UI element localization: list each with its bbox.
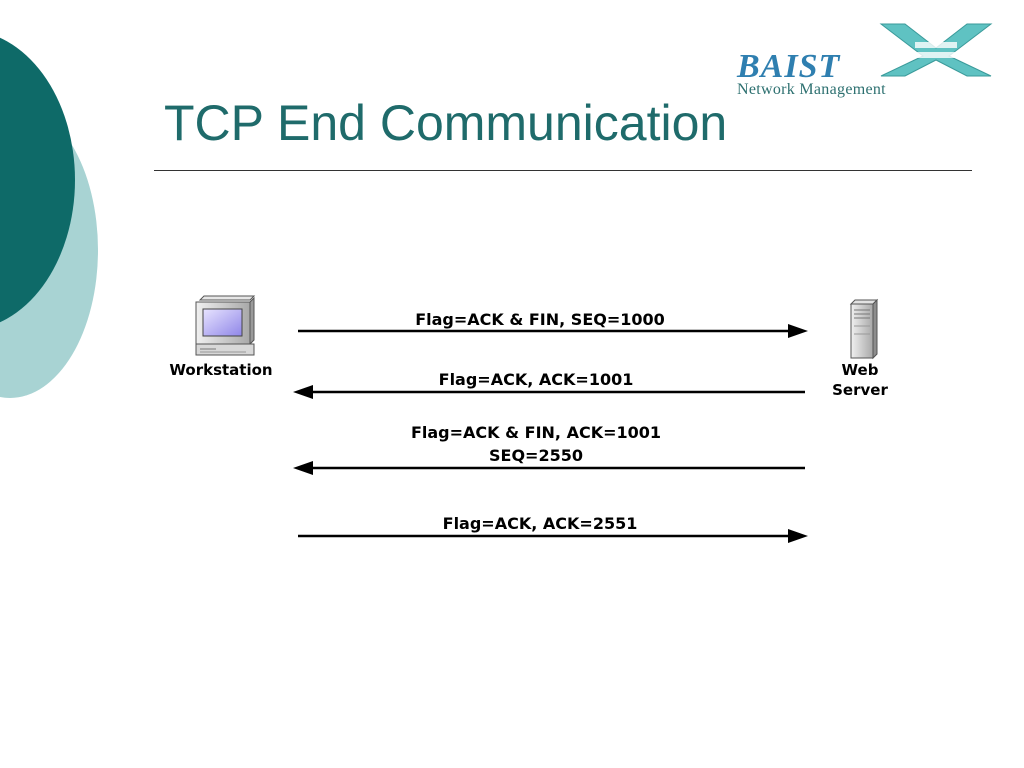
logo-tagline: Network Management xyxy=(737,81,886,98)
title-divider xyxy=(154,170,972,171)
message-label-1: Flag=ACK & FIN, SEQ=1000 xyxy=(340,308,740,331)
message-arrow-2 xyxy=(293,385,805,399)
server-label-line1: Web xyxy=(841,361,879,379)
page-title: TCP End Communication xyxy=(164,95,728,151)
message-label-4: Flag=ACK, ACK=2551 xyxy=(340,512,740,535)
message-text: Flag=ACK & FIN, ACK=1001 xyxy=(410,423,662,442)
logo-x-mark-icon xyxy=(879,23,993,77)
server-icon xyxy=(849,298,879,360)
server-label: Web Server xyxy=(820,360,900,400)
server-label-line2: Server xyxy=(832,381,888,399)
message-arrow-3 xyxy=(293,461,805,475)
message-text: Flag=ACK, ACK=2551 xyxy=(442,514,638,533)
workstation-label: Workstation xyxy=(169,361,273,379)
logo-name: BAIST xyxy=(737,48,841,85)
message-text-line2: SEQ=2550 xyxy=(489,446,583,465)
message-label-3: Flag=ACK & FIN, ACK=1001 SEQ=2550 xyxy=(336,421,736,467)
decorative-circle-dark xyxy=(0,37,75,323)
message-arrow-4 xyxy=(298,529,808,543)
workstation-icon xyxy=(195,295,256,356)
message-text: Flag=ACK & FIN, SEQ=1000 xyxy=(415,310,665,329)
message-text: Flag=ACK, ACK=1001 xyxy=(438,370,634,389)
decorative-circles xyxy=(0,37,98,398)
message-arrow-1 xyxy=(298,324,808,338)
baist-logo: BAIST Network Management xyxy=(735,18,1005,100)
message-label-2: Flag=ACK, ACK=1001 xyxy=(336,368,736,391)
